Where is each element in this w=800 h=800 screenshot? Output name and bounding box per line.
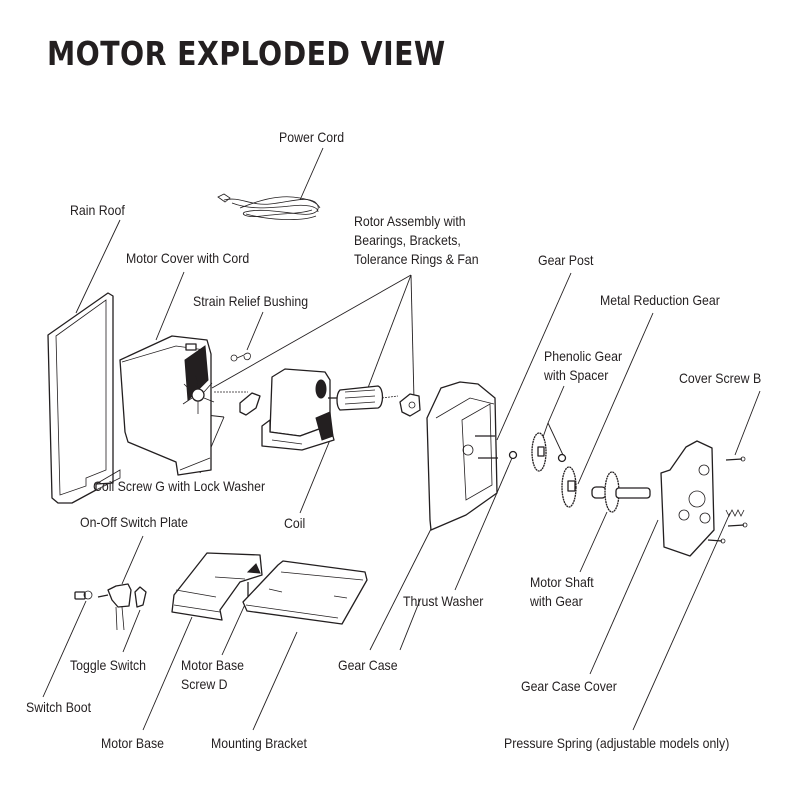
power-cord-drawing xyxy=(217,193,321,221)
label-cover-screw-b: Cover Screw B xyxy=(679,370,762,386)
leader-strain-relief xyxy=(246,311,264,351)
leader-metal-reduction-gear xyxy=(577,312,654,485)
metal-reduction-gear-drawing xyxy=(561,466,577,508)
label-phenolic-gear: Phenolic Gear with Spacer xyxy=(544,347,622,385)
leader-rain-roof xyxy=(75,219,121,314)
leader-rotor-bracket xyxy=(410,274,415,401)
coil-drawing xyxy=(261,368,335,451)
leader-toggle-switch xyxy=(122,609,141,653)
label-mounting-bracket: Mounting Bracket xyxy=(211,735,307,751)
leader-rotor-body xyxy=(365,274,412,394)
label-strain-relief-bushing: Strain Relief Bushing xyxy=(193,293,309,309)
coil-screw-clip-drawing xyxy=(239,392,261,416)
label-phenolic-line-1: Phenolic Gear xyxy=(544,348,623,364)
leader-phenolic-spacer-b xyxy=(547,422,564,456)
label-gear-case: Gear Case xyxy=(338,657,398,673)
leader-switch-boot xyxy=(42,600,87,698)
leader-gear-case-right xyxy=(399,599,421,651)
label-rotor-line-2: Bearings, Brackets, xyxy=(354,232,461,248)
leader-gear-case xyxy=(369,524,434,651)
diagram-title: MOTOR EXPLODED VIEW xyxy=(47,34,446,73)
leader-phenolic-gear xyxy=(547,385,565,424)
gear-case-drawing xyxy=(426,381,518,531)
label-phenolic-line-2: with Spacer xyxy=(544,367,609,383)
label-screw-d-line-2: Screw D xyxy=(181,676,228,692)
leader-thrust-washer xyxy=(454,457,513,591)
switch-parts-drawing xyxy=(74,583,147,631)
leader-rotor-fan xyxy=(211,274,412,389)
leader-motor-shaft xyxy=(579,511,608,573)
pressure-spring-drawing xyxy=(725,509,745,517)
mounting-bracket-drawing xyxy=(242,560,368,625)
rain-roof-drawing xyxy=(47,292,121,504)
label-motor-base-screw-d: Motor Base Screw D xyxy=(181,656,244,694)
label-motor-base: Motor Base xyxy=(101,735,165,751)
leader-mounting-bracket xyxy=(252,631,298,731)
strain-relief-bushing-drawing xyxy=(230,352,251,362)
label-motor-cover: Motor Cover with Cord xyxy=(126,250,250,266)
label-motor-shaft: Motor Shaft with Gear xyxy=(530,573,594,611)
label-coil: Coil xyxy=(284,515,306,531)
leader-gear-post xyxy=(496,272,572,441)
leader-motor-base-screw-d xyxy=(221,599,248,656)
cover-screws-drawing xyxy=(707,456,748,544)
fan-drawing xyxy=(182,374,215,414)
label-rotor-line-3: Tolerance Rings & Fan xyxy=(354,251,479,267)
leader-pressure-spring xyxy=(632,512,731,731)
label-coil-screw-g: Coil Screw G with Lock Washer xyxy=(93,478,266,494)
label-switch-boot: Switch Boot xyxy=(26,699,92,715)
label-gear-post: Gear Post xyxy=(538,252,594,268)
label-toggle-switch: Toggle Switch xyxy=(70,657,147,673)
leader-coil xyxy=(299,439,331,514)
phenolic-gear-drawing xyxy=(531,432,567,472)
label-power-cord: Power Cord xyxy=(279,129,345,145)
leader-power-cord xyxy=(299,147,324,201)
label-gear-case-cover: Gear Case Cover xyxy=(521,678,617,694)
label-thrust-washer: Thrust Washer xyxy=(403,593,484,609)
rotor-drawing xyxy=(328,385,399,411)
label-rotor-assembly: Rotor Assembly with Bearings, Brackets, … xyxy=(354,212,479,269)
label-screw-d-line-1: Motor Base xyxy=(181,657,245,673)
motor-base-drawing xyxy=(171,552,263,621)
motor-shaft-drawing xyxy=(591,471,651,513)
leader-gear-case-cover xyxy=(589,519,659,675)
leader-on-off-switch-plate xyxy=(121,535,144,585)
label-rain-roof: Rain Roof xyxy=(70,202,125,218)
label-pressure-spring: Pressure Spring (adjustable models only) xyxy=(504,735,730,751)
gear-case-cover-drawing xyxy=(660,440,715,557)
label-metal-reduction-gear: Metal Reduction Gear xyxy=(600,292,720,308)
rotor-bracket-drawing xyxy=(399,393,421,417)
leader-lines xyxy=(42,147,761,731)
label-motor-shaft-line-2: with Gear xyxy=(530,593,583,609)
leader-motor-cover xyxy=(155,271,185,341)
leader-motor-base xyxy=(142,616,193,731)
label-motor-shaft-line-1: Motor Shaft xyxy=(530,574,594,590)
label-rotor-line-1: Rotor Assembly with xyxy=(354,213,466,229)
leader-cover-screw-b xyxy=(734,390,761,456)
motor-cover-drawing xyxy=(119,335,248,476)
label-on-off-switch-plate: On-Off Switch Plate xyxy=(80,514,188,530)
